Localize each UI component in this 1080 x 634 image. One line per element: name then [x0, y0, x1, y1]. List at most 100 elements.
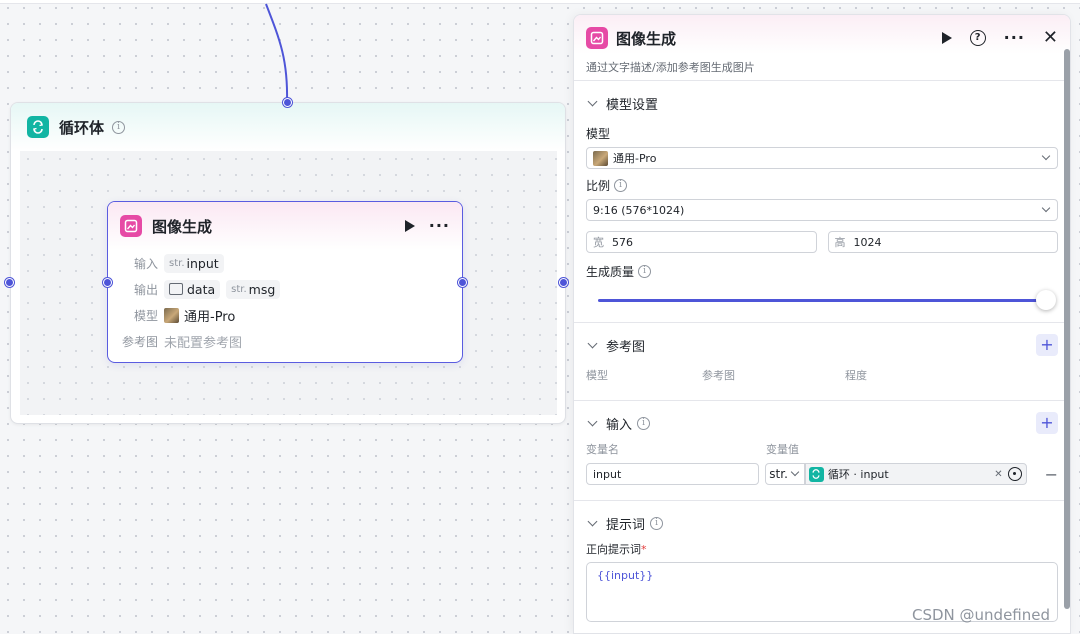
output-msg-chip: str.msg — [226, 279, 281, 299]
width-input[interactable]: 宽 576 — [586, 231, 817, 253]
col-ref: 参考图 — [702, 369, 735, 382]
var-name-input[interactable]: input — [586, 463, 760, 485]
close-icon[interactable]: ✕ — [1042, 27, 1058, 48]
top-border — [0, 0, 1080, 4]
quality-label-row: 生成质量 i — [586, 263, 1058, 280]
ratio-label-row: 比例 i — [586, 177, 1058, 194]
target-icon[interactable] — [1007, 467, 1022, 481]
info-icon[interactable]: i — [614, 179, 628, 192]
more-icon[interactable]: ··· — [1003, 28, 1025, 47]
ratio-label: 比例 — [586, 179, 611, 193]
model-label: 模型 — [586, 127, 611, 141]
panel-scrollbar[interactable] — [1064, 49, 1070, 609]
image-gen-node[interactable]: 图像生成 ··· 输入 str.input 输出 data str.msg 模型… — [107, 201, 463, 363]
image-icon — [169, 283, 183, 295]
output-data-chip: data — [164, 279, 221, 299]
section-title: 参考图 — [606, 339, 646, 355]
quality-slider[interactable] — [598, 290, 1056, 310]
chevron-down-icon — [587, 338, 598, 349]
output-label: 输出 — [133, 282, 158, 297]
remove-var-button[interactable]: − — [1044, 464, 1058, 484]
var-type-select[interactable]: str. — [765, 463, 805, 485]
model-value: 通用-Pro — [184, 309, 236, 325]
watermark: CSDN @undefined — [912, 606, 1051, 624]
node-model-row: 模型 通用-Pro — [108, 302, 462, 328]
panel-title: 图像生成 — [616, 29, 677, 48]
var-name-value: input — [593, 467, 622, 481]
chevron-down-icon — [587, 516, 598, 527]
panel-header: 图像生成 ? ··· ✕ 通过文字描述/添加参考图生成图片 — [574, 15, 1070, 81]
width-prefix: 宽 — [593, 236, 604, 249]
loop-node-title: 循环体 — [59, 118, 105, 137]
loop-left-port[interactable] — [5, 278, 14, 287]
output-msg: msg — [248, 281, 276, 297]
input-var: input — [186, 255, 219, 271]
help-icon[interactable]: ? — [969, 30, 986, 46]
height-value: 1024 — [853, 235, 882, 249]
info-icon[interactable]: i — [650, 516, 664, 530]
type-tag: str. — [169, 257, 185, 269]
loop-node-header[interactable]: 循环体 i — [11, 103, 565, 151]
reference-columns: 模型 参考图 程度 — [586, 367, 1058, 383]
clear-icon[interactable]: ✕ — [994, 468, 1003, 480]
col-var-value: 变量值 — [766, 443, 799, 456]
quality-label: 生成质量 — [586, 265, 635, 279]
panel-description: 通过文字描述/添加参考图生成图片 — [586, 61, 755, 74]
image-gen-icon — [120, 215, 142, 237]
prompt-header[interactable]: 提示词 i — [586, 501, 1058, 545]
add-reference-button[interactable]: + — [1036, 334, 1058, 356]
model-select[interactable]: 通用-Pro — [586, 147, 1058, 169]
chevron-down-icon — [587, 416, 598, 427]
info-icon[interactable]: i — [638, 265, 652, 278]
loop-right-port[interactable] — [559, 278, 568, 287]
output-data: data — [187, 281, 216, 297]
input-columns: 变量名 变量值 — [586, 441, 1058, 457]
ref-label: 参考图 — [121, 334, 158, 349]
section-title: 模型设置 — [606, 97, 659, 113]
var-ref-value[interactable]: 循环 · input ✕ — [804, 463, 1027, 485]
loop-top-port[interactable] — [283, 98, 292, 107]
var-type-value: str. — [769, 467, 788, 481]
model-select-value: 通用-Pro — [613, 152, 657, 165]
more-icon[interactable]: ··· — [428, 216, 450, 235]
loop-icon — [808, 466, 824, 482]
info-icon[interactable]: i — [112, 120, 126, 134]
image-gen-node-title: 图像生成 — [152, 217, 213, 236]
run-icon[interactable] — [404, 220, 415, 232]
required-mark: * — [641, 542, 647, 556]
image-gen-icon — [586, 27, 608, 49]
height-input[interactable]: 高 1024 — [827, 231, 1058, 253]
info-icon[interactable]: i — [637, 416, 651, 430]
input-header[interactable]: 输入 i + — [586, 401, 1058, 445]
model-settings-section: 模型设置 模型 通用-Pro 比例 i 9:16 (576*1024) 宽 57… — [574, 81, 1070, 323]
model-settings-header[interactable]: 模型设置 — [586, 81, 1058, 125]
slider-handle[interactable] — [1036, 290, 1056, 310]
node-ref-row: 参考图 未配置参考图 — [108, 328, 462, 354]
ratio-value: 9:16 (576*1024) — [593, 203, 685, 217]
height-prefix: 高 — [834, 236, 846, 249]
positive-prompt-textarea[interactable]: {{input}} — [586, 562, 1058, 622]
model-label: 模型 — [133, 308, 158, 323]
loop-icon — [27, 116, 49, 138]
section-title: 输入 — [606, 417, 633, 433]
positive-label: 正向提示词 — [586, 543, 641, 556]
add-input-button[interactable]: + — [1036, 412, 1058, 434]
ratio-select[interactable]: 9:16 (576*1024) — [586, 199, 1058, 221]
node-left-port[interactable] — [103, 278, 112, 287]
ref-value: 未配置参考图 — [164, 335, 243, 351]
chevron-down-icon — [587, 96, 598, 107]
reference-header[interactable]: 参考图 + — [586, 323, 1058, 367]
run-icon[interactable] — [941, 32, 952, 44]
input-label: 输入 — [133, 256, 158, 271]
section-title: 提示词 — [606, 517, 646, 533]
node-right-port[interactable] — [458, 278, 467, 287]
model-thumbnail — [164, 307, 179, 323]
input-var-row: input str. 循环 · input ✕ − — [586, 463, 1058, 485]
image-gen-node-header[interactable]: 图像生成 ··· — [108, 202, 462, 250]
positive-prompt-label: 正向提示词* — [586, 541, 1058, 557]
node-output-row: 输出 data str.msg — [108, 276, 462, 302]
col-var-name: 变量名 — [586, 443, 619, 456]
chevron-down-icon — [1041, 151, 1051, 161]
chevron-down-icon — [790, 467, 800, 477]
ref-text: 循环 · input — [827, 468, 889, 481]
